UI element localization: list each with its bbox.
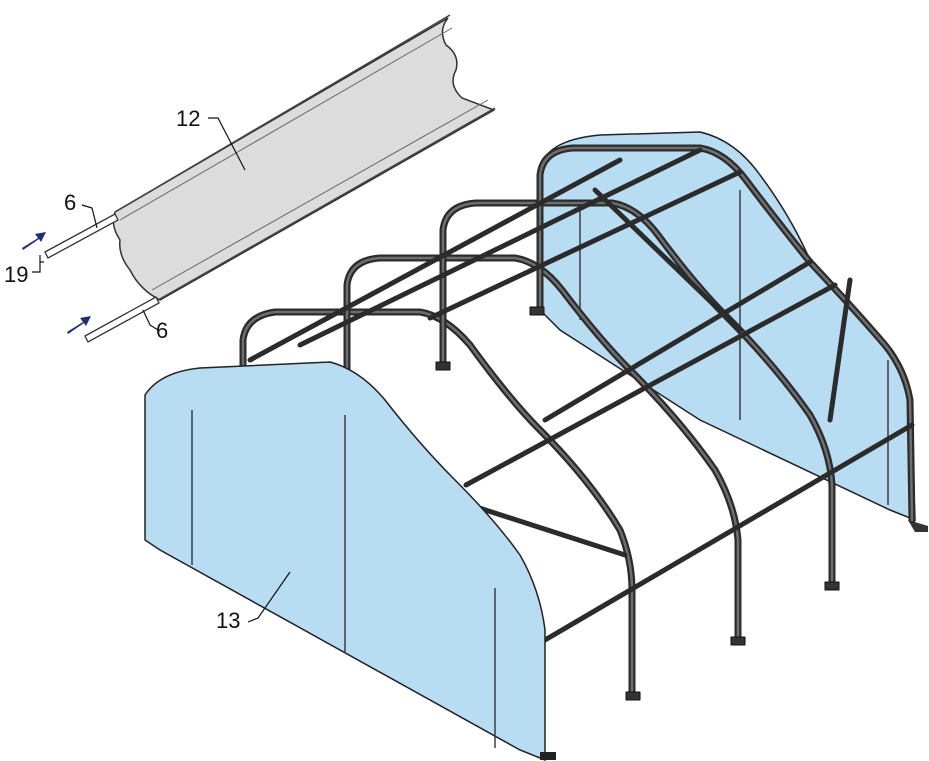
arrow-right-up-icon [22,232,46,250]
tube-frame [239,144,916,701]
arch-1 [239,308,636,699]
label-rod-top: 6 [64,190,76,215]
fabric-roof-panel [112,14,496,301]
arrow-right-up-icon [67,316,91,334]
leader-6-bottom [142,309,159,331]
leader-13 [247,571,291,623]
label-rod-bottom: 6 [156,318,168,343]
arch-4 [536,144,916,524]
purlins [247,147,915,643]
leader-6-top [81,204,98,229]
leader-19 [32,255,44,273]
arch-2 [343,254,742,644]
label-fabric-panel: 12 [176,106,200,131]
fabric-panel-body [112,17,496,301]
label-rod-group: 19 [4,262,28,287]
rod-bottom [84,296,160,343]
front-end-wall [144,361,556,761]
insert-arrows [22,232,91,334]
leader-12 [208,117,246,171]
leader-lines [32,117,291,623]
callout-labels: 12 6 19 6 13 [4,106,240,633]
label-end-wall: 13 [216,608,240,633]
braces [467,187,853,558]
base-plates [435,306,840,701]
keder-rods [44,213,160,343]
rod-top [44,213,119,259]
